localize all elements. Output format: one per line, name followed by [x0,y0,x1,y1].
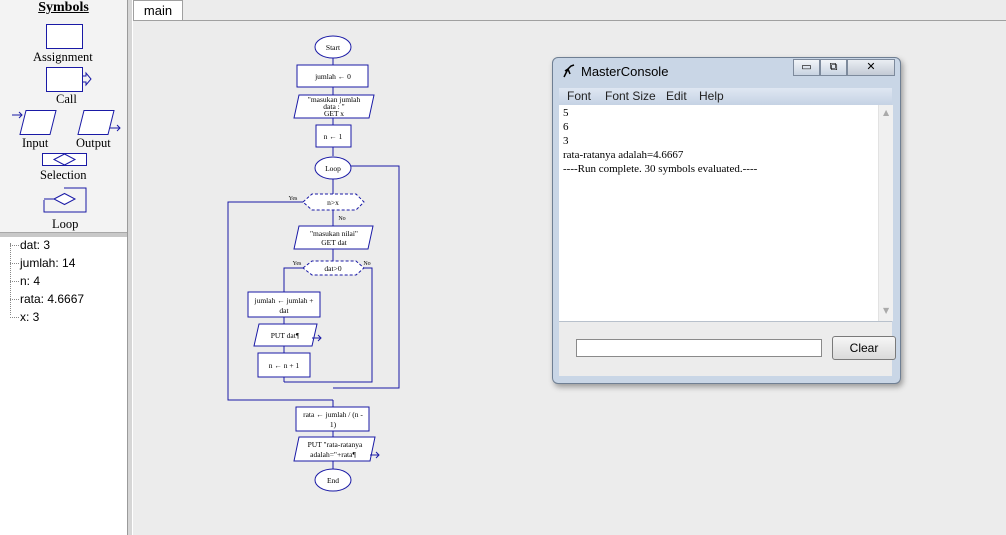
maximize-button[interactable]: ⧉ [820,59,847,76]
output-icon[interactable] [76,110,122,136]
output-line: 6 [563,121,569,133]
menu-help[interactable]: Help [699,89,724,103]
console-menu-bar: Font Font Size Edit Help [559,88,892,105]
input-x-text-1: "masukan jumlah [308,95,361,104]
input-dat-text-1: "masukan nilai" [310,229,358,238]
no-label-1: No [338,216,345,222]
variable-n[interactable]: n: 4 [20,274,41,288]
variable-jumlah[interactable]: jumlah: 14 [20,256,76,270]
end-node[interactable] [314,468,352,492]
increment-n-node[interactable] [257,352,311,378]
assignment-icon[interactable] [46,24,84,50]
console-output[interactable]: 5 6 3 rata-ratanya adalah=4.6667 ----Run… [559,105,893,322]
sum-text-2: dat [279,306,289,315]
tab-main[interactable]: main [133,0,183,20]
yes-label-1: Yes [289,196,298,202]
master-console-window[interactable]: MasterConsole ▭ ⧉ ✕ Font Font Size Edit … [552,57,901,384]
variable-x[interactable]: x: 3 [20,310,40,324]
end-text: End [327,476,339,485]
input-icon[interactable] [12,110,58,136]
maximize-icon: ⧉ [829,61,838,73]
tree-branch [10,317,19,318]
console-input-area: Clear [559,322,896,376]
close-button[interactable]: ✕ [847,59,895,76]
loop-condition-text: n>x [327,198,339,207]
input-label: Input [22,136,49,150]
increment-n-text: n ← n + 1 [269,361,300,370]
loop-label: Loop [52,217,79,231]
tree-branch [10,245,19,246]
selection-icon[interactable] [42,153,88,167]
output-label: Output [76,136,111,150]
put-dat-node[interactable] [253,323,318,347]
loop-icon[interactable] [42,186,88,214]
no-label-2: No [363,261,370,267]
minimize-button[interactable]: ▭ [793,59,820,76]
symbols-panel: Symbols Assignment Call Input Output Sel… [0,0,127,232]
assign-n-text: n ← 1 [324,132,343,141]
rata-text-1: rata ← jumlah / (n - [303,410,363,419]
yes-label-2: Yes [293,261,302,267]
loop-condition-node[interactable] [302,193,365,211]
call-label: Call [56,92,77,106]
assign-jumlah-text: jumlah ← 0 [314,72,351,81]
tree-connector [10,243,11,315]
start-text: Start [326,43,341,52]
rata-text-2: 1) [330,420,337,429]
loop-text: Loop [325,164,341,173]
output-line: 3 [563,135,569,147]
tree-branch [10,299,19,300]
input-dat-text-2: GET dat [321,238,347,247]
input-dat-node[interactable] [293,225,374,250]
put-rata-text-2: adalah="+rata¶ [310,450,356,459]
clear-button[interactable]: Clear [832,336,896,360]
console-scrollbar[interactable]: ▲ ▼ [878,105,893,321]
minimize-icon: ▭ [801,61,812,73]
output-line: 5 [563,107,569,119]
put-rata-text-1: PUT "rata-ratanya [308,440,363,449]
put-dat-text: PUT dat¶ [271,331,300,340]
tab-bar [133,0,1006,21]
console-title: MasterConsole [581,64,669,79]
vertical-splitter[interactable] [127,0,133,535]
scroll-up-icon[interactable]: ▲ [883,108,890,117]
tree-branch [10,263,19,264]
input-x-text-3: GET x [324,109,344,118]
symbols-title: Symbols [38,0,89,15]
put-rata-node[interactable] [293,436,376,462]
console-input-field[interactable] [576,339,822,357]
output-line: rata-ratanya adalah=4.6667 [563,149,684,161]
input-x-text-2: data : " [323,102,344,111]
tree-branch [10,281,19,282]
input-x-node[interactable] [293,94,375,119]
rata-node[interactable] [295,406,370,432]
menu-font-size[interactable]: Font Size [605,89,656,103]
close-icon: ✕ [866,61,876,73]
menu-edit[interactable]: Edit [666,89,687,103]
sum-text-1: jumlah ← jumlah + [253,296,313,305]
selection-label: Selection [40,168,87,182]
sum-node[interactable] [247,291,321,318]
console-app-icon [563,64,575,78]
selection-condition-text: dat>0 [324,264,341,273]
menu-font[interactable]: Font [567,89,592,103]
variable-rata[interactable]: rata: 4.6667 [20,292,85,306]
assignment-label: Assignment [33,50,93,64]
output-line: ----Run complete. 30 symbols evaluated.-… [563,163,758,175]
variables-panel: dat: 3 jumlah: 14 n: 4 rata: 4.6667 x: 3 [0,237,127,535]
scroll-down-icon[interactable]: ▼ [883,306,890,315]
variable-dat[interactable]: dat: 3 [20,238,51,252]
flowchart: Start jumlah ← 0 "masukan jumlah data : … [227,35,400,492]
call-icon[interactable] [46,67,92,93]
